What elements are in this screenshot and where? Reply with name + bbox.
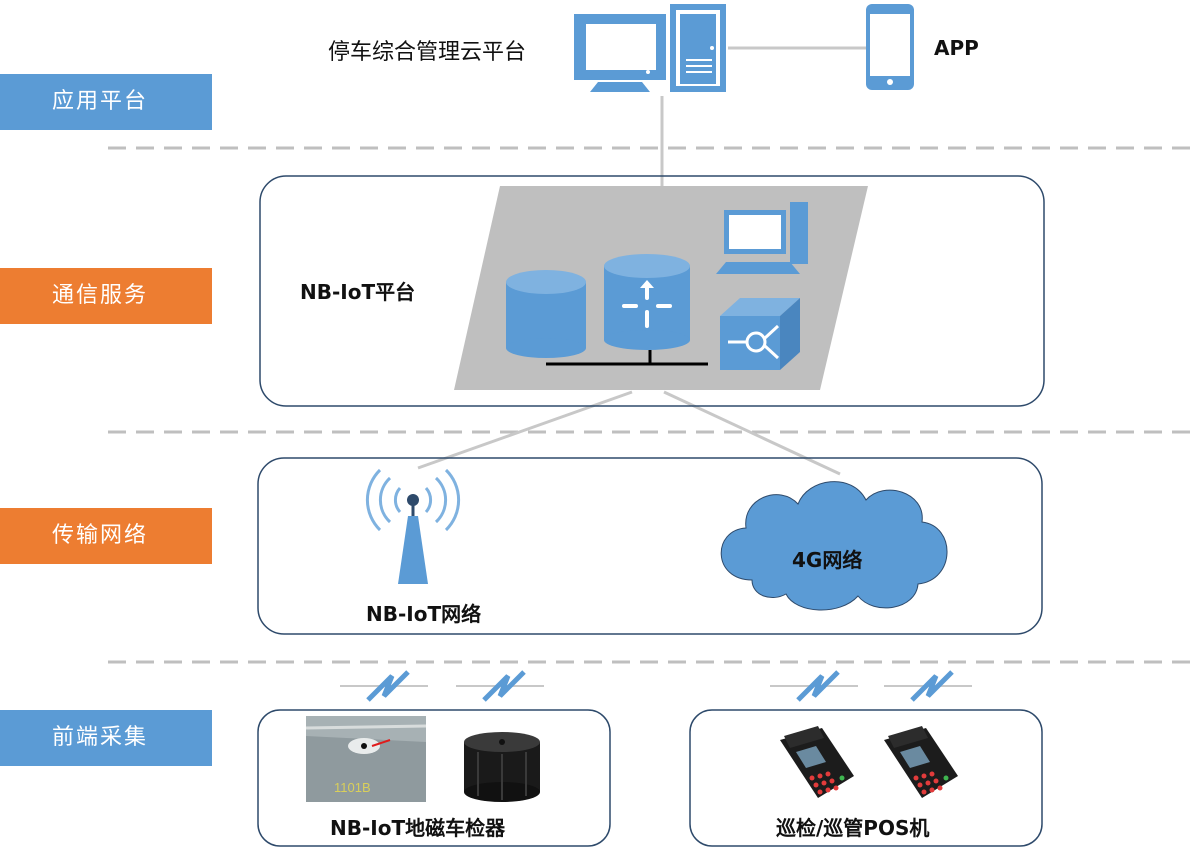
cloud-icon	[720, 481, 948, 611]
layer-separators	[108, 146, 1200, 664]
layer-label-collection: 前端采集	[0, 710, 212, 766]
geomagnetic-detector-label: NB-IoT地磁车检器	[330, 816, 506, 840]
layer-label-communication: 通信服务	[0, 268, 212, 324]
desktop-computer-icon	[574, 14, 666, 92]
layer-label-application: 应用平台	[0, 74, 212, 130]
bus-line	[546, 350, 708, 366]
pos-box	[689, 709, 1043, 847]
smartphone-icon	[866, 4, 914, 90]
database-icon	[506, 270, 586, 358]
router-icon	[604, 254, 690, 350]
pos-label: 巡检/巡管POS机	[776, 816, 930, 840]
parking-marking: 1101B	[334, 780, 371, 795]
radio-tower-icon	[365, 468, 461, 584]
cloud-platform-label: 停车综合管理云平台	[328, 40, 527, 65]
network-4g-label: 4G网络	[792, 548, 863, 572]
server-tower-icon	[670, 4, 726, 92]
pc-workstation-icon	[716, 202, 808, 274]
transmission-box	[257, 457, 1043, 635]
wireless-signal-icon	[340, 670, 972, 702]
app-label: APP	[934, 36, 979, 60]
pos-terminal-icon	[780, 726, 854, 798]
nbiot-platform-label: NB-IoT平台	[300, 280, 416, 304]
layer-label-transmission: 传输网络	[0, 508, 212, 564]
nbiot-network-label: NB-IoT网络	[366, 602, 482, 626]
parking-photo: 1101B	[305, 716, 427, 802]
detector-box	[257, 709, 611, 847]
pos-terminal-icon	[884, 726, 958, 798]
geomagnetic-sensor-icon	[464, 732, 540, 802]
communication-box	[259, 175, 1045, 407]
switch-icon	[720, 298, 800, 370]
